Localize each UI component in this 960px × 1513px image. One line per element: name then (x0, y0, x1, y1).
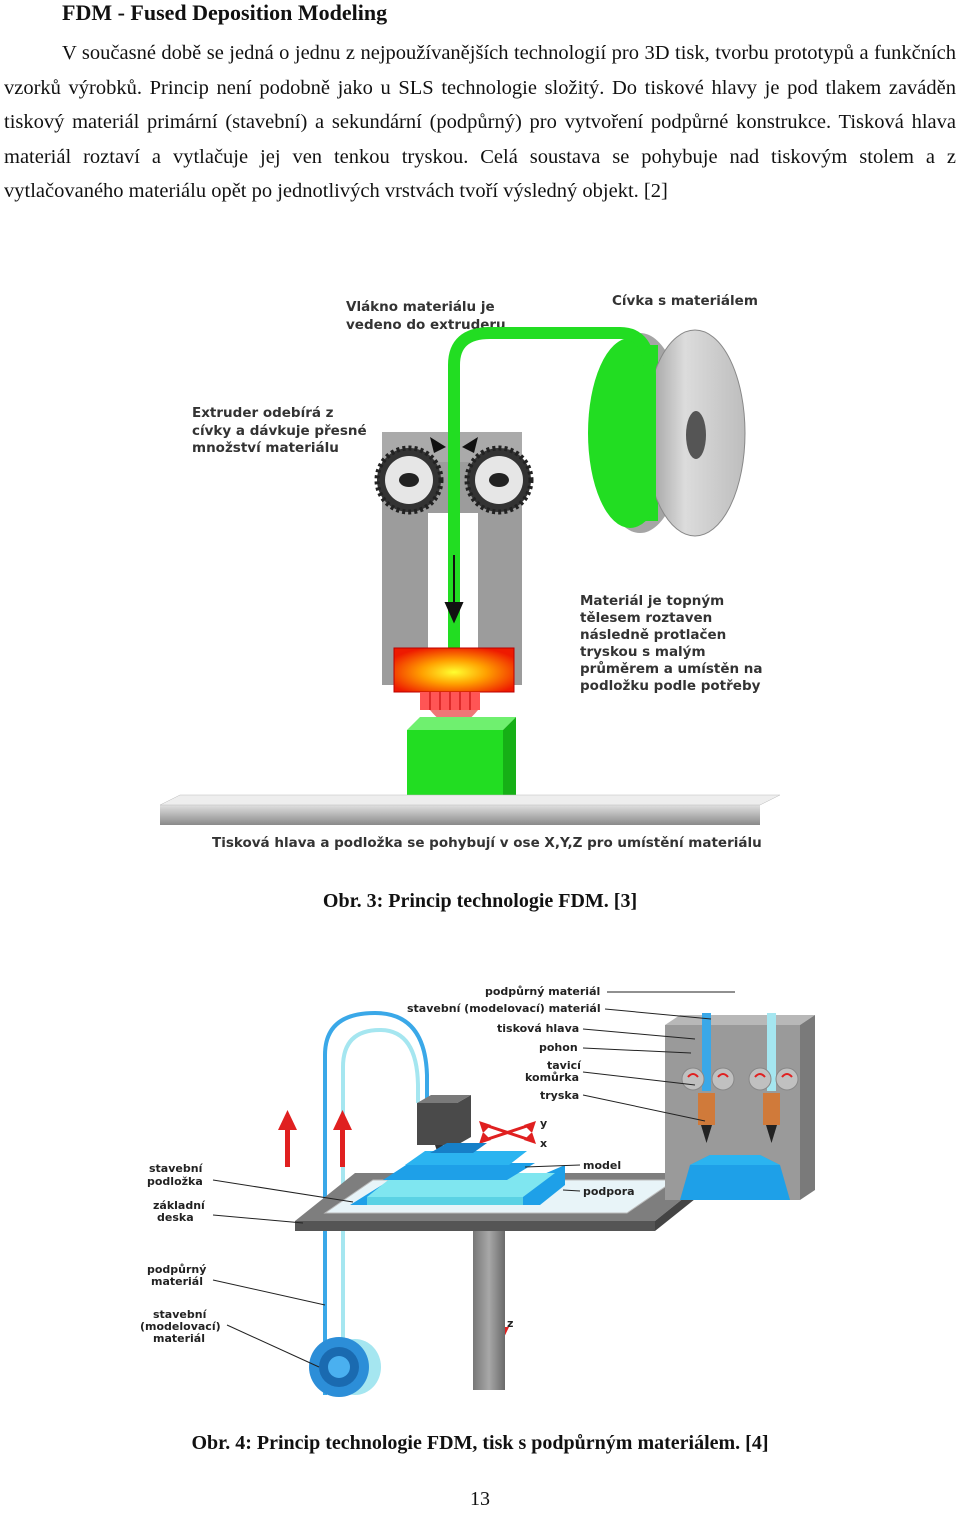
build-material-label: stavební (modelovací) materiál (407, 1002, 601, 1015)
filament-strand (448, 327, 656, 755)
nozzle-detail-inset (665, 1013, 815, 1200)
gear-rotation-arrows-icon (430, 437, 478, 453)
build-filament-tube (323, 1010, 429, 1395)
figure-3-caption: Obr. 3: Princip technologie FDM. [3] (322, 890, 638, 912)
support-spool-label-line2: materiál (151, 1275, 203, 1288)
drive-gear-left-icon (374, 445, 444, 515)
heater-label-line3: následně protlačen (580, 627, 726, 643)
build-platform-label-line2: podložka (147, 1175, 203, 1188)
spool-icon (588, 329, 746, 537)
heater-label-line2: tělesem roztaven (580, 610, 712, 626)
build-spool-label-line3: materiál (153, 1332, 205, 1345)
support-label: podpora (583, 1185, 635, 1198)
heating-chamber-label-line2: komůrka (525, 1071, 579, 1084)
section-heading: FDM - Fused Deposition Modeling (62, 0, 388, 25)
figure-3-fdm-diagram: Vlákno materiálu je vedeno do extruderu … (159, 293, 780, 851)
drive-label: pohon (539, 1041, 578, 1054)
up-arrow-left-icon (278, 1110, 297, 1167)
support-material-label: podpůrný materiál (485, 985, 600, 998)
spool-label: Cívka s materiálem (612, 293, 758, 309)
support-filament-tube (341, 1027, 420, 1395)
extruder-label-line2: cívky a dávkuje přesné (192, 423, 367, 439)
drive-gear-right-icon (464, 445, 534, 515)
axis-y-label: y (540, 1117, 547, 1130)
support-spool-label: podpůrný (147, 1263, 206, 1276)
heater-block (393, 647, 515, 693)
build-plate (159, 794, 780, 825)
heater-label-line6: podložku podle potřeby (580, 678, 761, 694)
up-arrow-right-icon (333, 1110, 352, 1167)
xy-direction-arrows-icon (484, 1123, 531, 1142)
build-spool-label-line2: (modelovací) (140, 1320, 221, 1333)
figure-4-caption: Obr. 4: Princip technologie FDM, tisk s … (191, 1432, 769, 1454)
axis-z-label: z (507, 1317, 513, 1330)
page-number: 13 (470, 1488, 490, 1510)
heater-label-line5: průměrem a umístěn na (580, 660, 763, 677)
axis-movement-label: Tisková hlava a podložka se pohybují v o… (212, 835, 762, 851)
filament-spool-icon (309, 1337, 381, 1397)
heating-chamber-label: tavicí (547, 1059, 582, 1072)
leader-lines (212, 991, 735, 1368)
filament-label-line2: vedeno do extruderu (346, 317, 506, 333)
build-spool-label: stavební (153, 1308, 208, 1321)
base-plate-label-line2: deska (157, 1211, 194, 1224)
figure-4-fdm-support-diagram: podpůrný materiál stavební (modelovací) … (140, 985, 815, 1397)
heater-label: Materiál je topným (580, 593, 724, 609)
build-platform-label: stavební (149, 1162, 204, 1175)
support-column (473, 1230, 505, 1390)
base-plate-label: základní (153, 1199, 206, 1212)
feed-arrow-icon (444, 555, 464, 624)
print-head-label: tisková hlava (497, 1022, 579, 1035)
print-head-icon (417, 1095, 471, 1157)
body-paragraph: V současné době se jedná o jednu z nejpo… (4, 42, 956, 202)
model-label: model (583, 1159, 621, 1172)
axis-x-label: x (540, 1137, 547, 1150)
filament-label: Vlákno materiálu je (346, 299, 495, 315)
heater-label-line4: tryskou s malým (580, 644, 706, 660)
nozzle-label: tryska (540, 1089, 579, 1102)
extruder-label-line3: množství materiálu (192, 440, 339, 456)
model-with-support (350, 1143, 565, 1205)
extruder-label: Extruder odebírá z (192, 405, 334, 421)
